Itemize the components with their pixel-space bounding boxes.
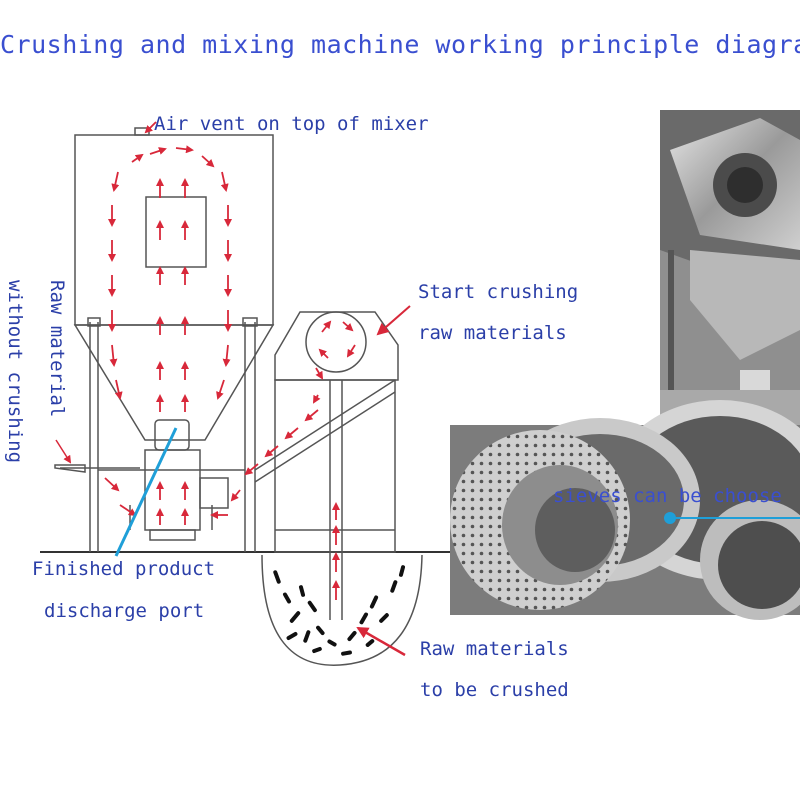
label-finished-line2: discharge port [44,600,205,622]
label-raw-no-crush-line1: Raw material [46,280,68,418]
page-title: Crushing and mixing machine working prin… [0,30,800,59]
raw-material-pit [261,554,423,666]
sieves-photo [450,400,800,620]
label-raw-no-crush-line2: without crushing [4,280,26,464]
label-start-crushing-line2: raw materials [418,322,567,344]
label-finished-line1: Finished product [32,558,216,580]
label-sieves: sieves can be choose [553,485,782,507]
label-pointers [55,121,800,657]
label-air-vent: Air vent on top of mixer [154,113,429,135]
flow-arrows [104,145,356,600]
machine-photo [660,110,800,425]
label-start-crushing-line1: Start crushing [418,281,579,303]
mixer-tank [54,127,275,552]
label-raw-to-crush-line2: to be crushed [420,679,569,701]
label-raw-to-crush-line1: Raw materials [420,638,569,660]
